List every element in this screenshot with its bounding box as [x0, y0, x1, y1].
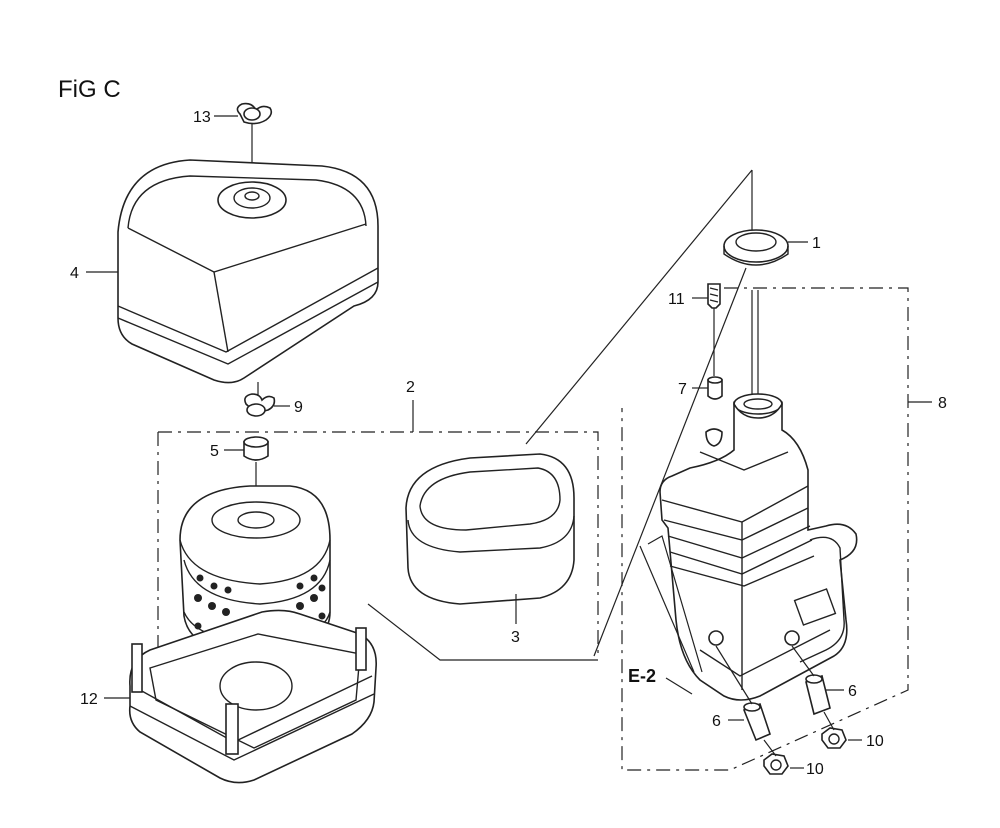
leader-e2: [665, 677, 693, 695]
figure-title: FiG C: [58, 76, 121, 103]
diagonal-guide-2: [593, 267, 747, 657]
foam-filter-3: [405, 453, 575, 605]
diagonal-guide-1: [525, 169, 753, 445]
axis-6b: [791, 645, 815, 677]
callout-10a: 10: [806, 761, 824, 778]
callout-11: 11: [668, 291, 685, 308]
flange-nut-10-left: [763, 753, 789, 775]
grommet-1: [723, 229, 789, 266]
callout-5: 5: [210, 443, 219, 460]
wing-nut-9: [244, 393, 276, 417]
callout-7: 7: [678, 381, 687, 398]
callout-12: 12: [80, 691, 98, 708]
axis-10b: [823, 711, 835, 731]
element-nut-5: [243, 436, 269, 461]
axis-6a: [715, 645, 753, 705]
callout-2: 2: [406, 379, 415, 396]
stud-cap-7: [707, 376, 723, 400]
air-cleaner-base-12: [128, 609, 377, 784]
callout-8: 8: [938, 395, 947, 412]
air-cleaner-elbow-8: [659, 393, 858, 701]
callout-6a: 6: [712, 713, 721, 730]
collar-6-right: [805, 674, 831, 716]
callout-4: 4: [70, 265, 79, 282]
bracket-2-top: [158, 431, 599, 658]
callout-13: 13: [193, 109, 211, 126]
stud-bolt-11: [707, 283, 721, 334]
air-cleaner-cover-4: [117, 159, 379, 384]
bracket-2-bottom: [367, 603, 598, 661]
callout-9: 9: [294, 399, 303, 416]
flange-nut-10-right: [821, 727, 847, 749]
reference-e2: E-2: [628, 666, 656, 686]
callout-6b: 6: [848, 683, 857, 700]
axis-10a: [763, 739, 777, 757]
collar-6-left: [742, 702, 771, 742]
wing-nut-13: [236, 102, 273, 125]
callout-10b: 10: [866, 733, 884, 750]
bracket-8: [621, 287, 909, 771]
callout-1: 1: [812, 235, 821, 252]
callout-3: 3: [511, 629, 520, 646]
